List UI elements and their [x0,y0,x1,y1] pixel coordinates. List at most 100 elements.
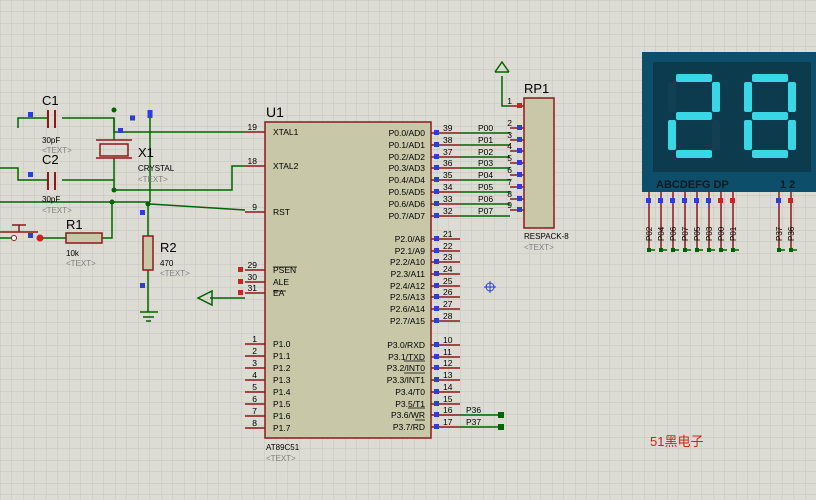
r1-value: 10k [66,249,80,258]
pin-state-marker [434,236,439,241]
pin-state-marker [658,198,663,203]
capacitor-c1[interactable]: C1 30pF <TEXT> [28,93,72,155]
resistor-r2[interactable]: R2 470 <TEXT> [140,210,190,288]
pin-state-marker [517,184,522,189]
segment-d [752,150,788,158]
pin-number: 4 [507,141,512,151]
segment-b [788,82,796,112]
u1-text: <TEXT> [266,454,296,463]
net-terminal [659,248,663,252]
junction-dot [109,199,115,205]
net-label: P05 [478,182,493,192]
pin-state-marker [434,165,439,170]
pin-name: P2.5/A13 [390,292,425,302]
net-label: P02 [645,226,654,241]
net-label: P02 [478,147,493,157]
pin-state-marker [517,148,522,153]
pin-name: P1.6 [273,411,291,421]
pin-state-marker [434,294,439,299]
pin-name: P1.2 [273,363,291,373]
pin-state-marker [517,160,522,165]
pin-state-marker [238,290,243,295]
pin-state-marker [646,198,651,203]
pin-number: 23 [443,252,453,262]
resistor-r1[interactable]: R1 10k <TEXT> [65,217,103,268]
pin-name: P3.5/T1 [395,399,425,409]
pin-number: 5 [252,382,257,392]
terminal-p37 [498,424,504,430]
capacitor-c2[interactable]: C2 30pF <TEXT> [28,152,72,215]
pin-state-marker [706,198,711,203]
pin-number: 6 [252,394,257,404]
pin-state-marker [434,354,439,359]
pin-state-marker [670,198,675,203]
pin-number: 13 [443,370,453,380]
net-label: P04 [657,226,666,241]
net-terminal [719,248,723,252]
pin-state-marker [517,137,522,142]
net-label: P37 [775,226,784,241]
pin-number: 1 [252,334,257,344]
pin-name: PSEN [273,265,296,275]
pin-number: 3 [507,130,512,140]
pin-name: XTAL1 [273,127,299,137]
reset-button[interactable] [0,224,44,242]
pin-name: P2.4/A12 [390,281,425,291]
pin-number: 30 [248,272,258,282]
watermark-text: 51黑电子 [650,434,703,449]
pin-number: 2 [252,346,257,356]
pin-state-marker [517,172,522,177]
net-terminal [731,248,735,252]
crosshair-cursor-icon [484,281,496,293]
junction-dot [145,201,151,207]
terminal-p36 [498,412,504,418]
pin-state-marker [434,201,439,206]
pin-state-marker [776,198,781,203]
rp1-part: RESPACK-8 [524,232,569,241]
x1-part: CRYSTAL [138,164,175,173]
r1-text: <TEXT> [66,259,96,268]
pin-number: 7 [507,177,512,187]
display-digits [668,74,796,158]
net-terminal [789,248,793,252]
pin-number: 26 [443,287,453,297]
mcu-port3-pins: 10P3.0/RXD11P3.1/TXD12P3.2/INT013P3.3/IN… [387,335,482,432]
pin-number: 33 [443,194,453,204]
segment-e [744,120,752,150]
mcu-port2-pins: 21P2.0/A822P2.1/A923P2.2/A1024P2.3/A1125… [390,229,460,326]
pin-number: 31 [248,283,258,293]
pin-name: P1.4 [273,387,291,397]
pin-state-marker [730,198,735,203]
pin-number: 18 [248,156,258,166]
pin-number: 17 [443,417,453,427]
pin-number: 21 [443,229,453,239]
mcu-overbars [273,266,425,421]
segment-d [676,150,712,158]
pin-name: XTAL2 [273,161,299,171]
pin-state-marker [434,259,439,264]
segment-a [752,74,788,82]
junction-dot [111,107,117,113]
net-label: P06 [478,194,493,204]
pin-state-marker [718,198,723,203]
pin-number: 22 [443,241,453,251]
respack-body [523,97,555,229]
pin-name: P3.6/WR [391,410,425,420]
c2-value: 30pF [42,195,60,204]
pin-number: 8 [252,418,257,428]
crystal-x1[interactable]: X1 CRYSTAL <TEXT> [96,128,175,184]
junction-dot [111,187,117,193]
pin-name: P2.0/A8 [395,234,426,244]
pin-number: 10 [443,335,453,345]
pin-name: P0.4/AD4 [389,175,426,185]
net-label: P03 [705,226,714,241]
r2-value: 470 [160,259,174,268]
segment-c [788,120,796,150]
pin-number: 27 [443,299,453,309]
pin-number: 2 [507,118,512,128]
